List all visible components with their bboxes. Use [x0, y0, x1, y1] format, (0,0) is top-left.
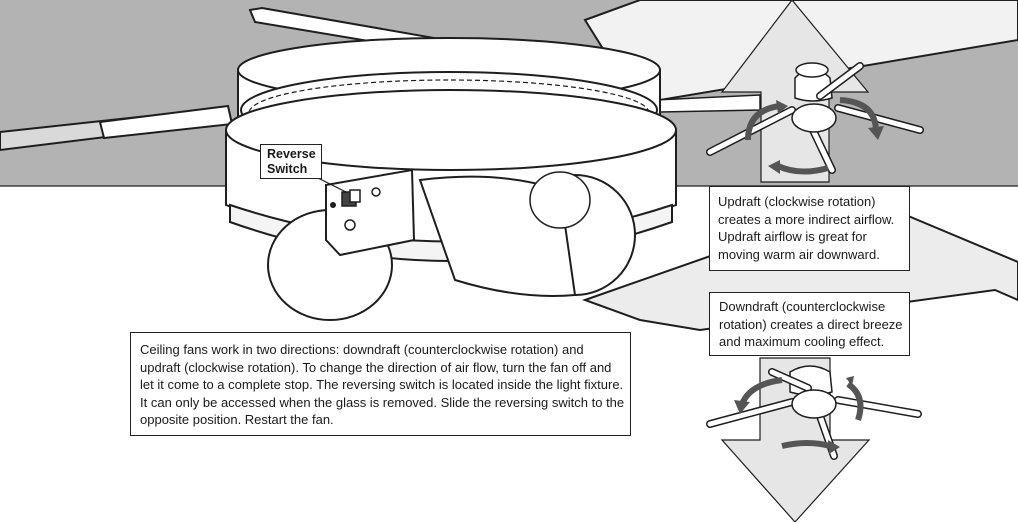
downdraft-callout: Downdraft (counterclockwise rotation) cr… [709, 292, 910, 356]
reverse-switch-label-line: Switch [267, 161, 308, 176]
downdraft-note-line: rotation) creates a direct breeze [719, 316, 903, 332]
switch-box [325, 168, 416, 257]
updraft-note-line: Updraft (clockwise rotation) [718, 194, 876, 209]
downdraft-note-line: and maximum cooling effect. [719, 334, 885, 349]
updraft-callout: Updraft (clockwise rotation) creates a m… [709, 186, 910, 271]
instructions-line: opposite position. Restart the fan. [140, 412, 334, 427]
instructions-line: Ceiling fans work in two directions: dow… [140, 342, 584, 357]
reverse-switch-label: Reverse Switch [260, 144, 322, 179]
instructions-callout: Ceiling fans work in two directions: dow… [130, 332, 631, 436]
instructions-line: updraft (clockwise rotation). To change … [140, 359, 612, 375]
instructions-line: It can only be accessed when the glass i… [140, 394, 625, 410]
updraft-note-line: Updraft airflow is great for [718, 229, 867, 244]
instructions-line: let it come to a complete stop. The reve… [140, 377, 624, 392]
mini-fan-updraft [706, 62, 924, 175]
reverse-switch-label-line: Reverse [267, 147, 316, 161]
updraft-note-line: moving warm air downward. [718, 246, 880, 262]
mini-fan-downdraft [706, 365, 922, 460]
downdraft-note-line: Downdraft (counterclockwise [719, 299, 886, 314]
updraft-note-line: creates a more indirect airflow. [718, 211, 895, 227]
